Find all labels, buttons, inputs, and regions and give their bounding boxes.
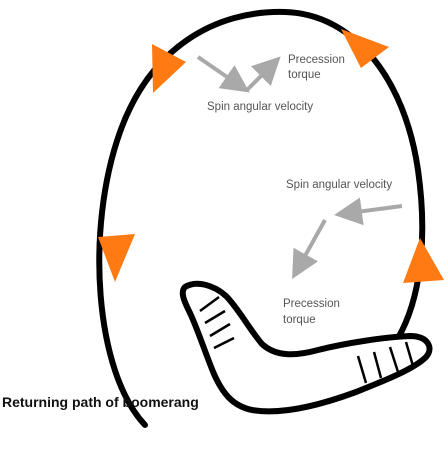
top-precession-label-line1: Precession [288, 54, 345, 66]
top-precession-label-line2: torque [288, 69, 321, 81]
top-spin-label: Spin angular velocity [207, 101, 313, 113]
direction-arrow-right [403, 238, 444, 283]
flight-path [96, 8, 426, 428]
right-precession-label-line1: Precession [283, 298, 340, 310]
right-precession-label-line2: torque [283, 314, 316, 326]
direction-arrow-left [98, 234, 135, 282]
direction-arrow-upper-left [152, 44, 186, 93]
precession-torque-arrow-top [245, 56, 281, 92]
caption: Returning path of boomerang [2, 394, 199, 410]
right-spin-label: Spin angular velocity [286, 179, 392, 191]
precession-torque-arrow-right [292, 219, 327, 279]
direction-arrow-upper-right [341, 29, 389, 68]
boomerang-icon [179, 280, 433, 415]
spin-velocity-arrow-top [196, 55, 250, 93]
spin-velocity-arrow-right [334, 197, 403, 226]
